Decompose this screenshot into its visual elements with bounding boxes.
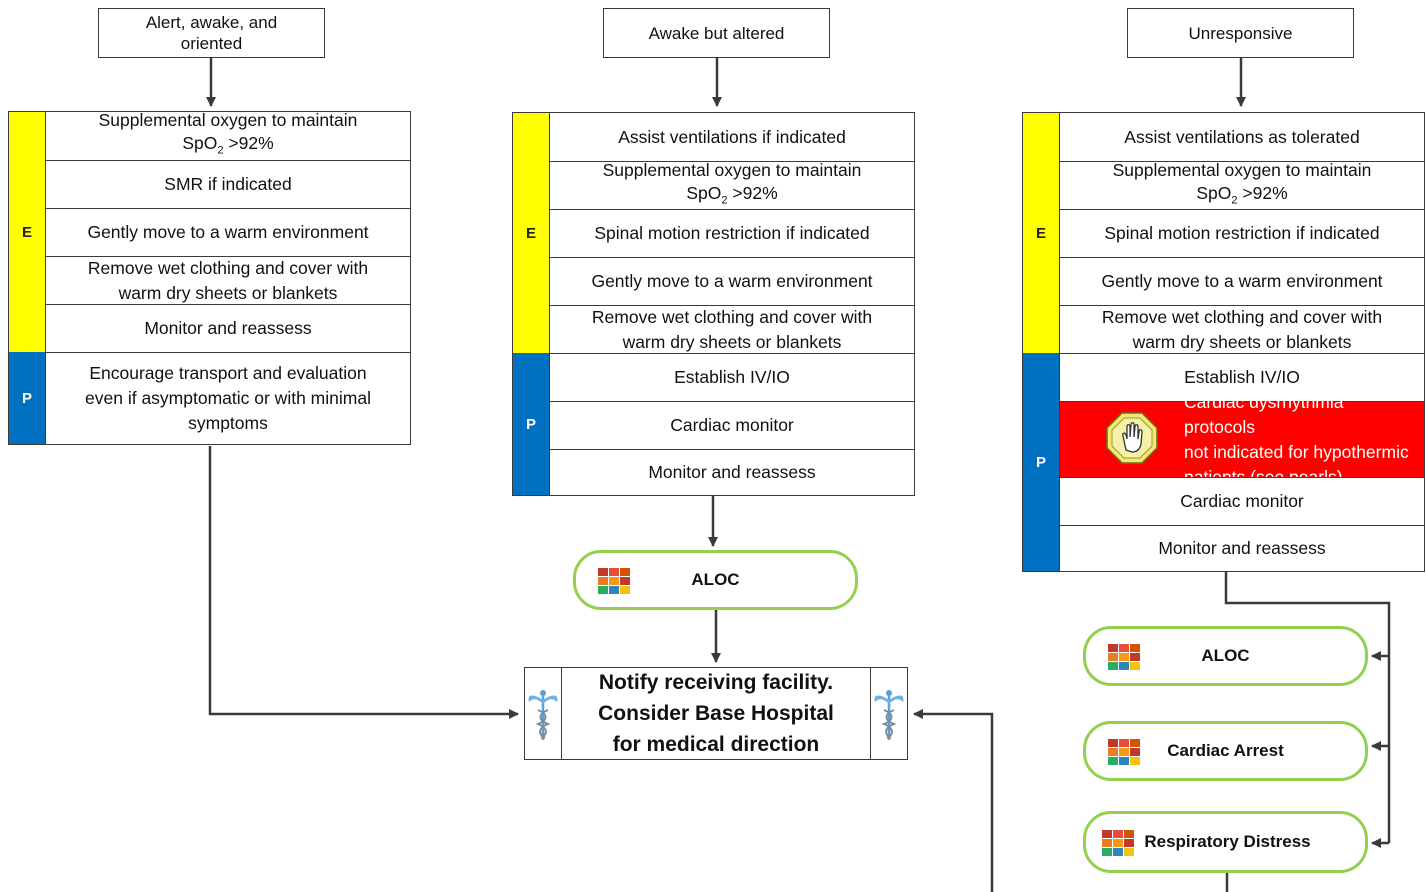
right-p-band: P bbox=[1023, 353, 1059, 571]
respiratory-distress-link[interactable]: Respiratory Distress bbox=[1083, 811, 1368, 873]
right-row-cardiac-monitor: Cardiac monitor bbox=[1059, 477, 1424, 525]
right-panel: E P Assist ventilations as tolerated Sup… bbox=[1022, 112, 1425, 572]
line-right-panel-to-branch bbox=[1224, 572, 1391, 843]
caduceus-icon bbox=[870, 668, 907, 759]
cardiac-arrest-link[interactable]: Cardiac Arrest bbox=[1083, 721, 1368, 781]
right-row-spinal-motion: Spinal motion restriction if indicated bbox=[1059, 209, 1424, 257]
middle-row-spinal-motion: Spinal motion restriction if indicated bbox=[549, 209, 914, 257]
middle-header: Awake but altered bbox=[603, 8, 830, 58]
right-row-monitor-reassess: Monitor and reassess bbox=[1059, 525, 1424, 571]
protocol-grid-icon bbox=[1102, 830, 1134, 856]
arrow-left-panel-to-notify bbox=[208, 446, 519, 719]
right-header: Unresponsive bbox=[1127, 8, 1354, 58]
middle-row-assist-ventilations: Assist ventilations if indicated bbox=[549, 113, 914, 161]
left-row-warm-environment: Gently move to a warm environment bbox=[45, 208, 410, 256]
right-row-establish-iv: Establish IV/IO bbox=[1059, 353, 1424, 401]
right-aloc-label: ALOC bbox=[1201, 646, 1250, 665]
right-row-assist-ventilations: Assist ventilations as tolerated bbox=[1059, 113, 1424, 161]
left-p-band: P bbox=[9, 352, 45, 444]
left-row-monitor: Monitor and reassess bbox=[45, 304, 410, 352]
middle-p-band: P bbox=[513, 353, 549, 495]
respiratory-distress-label: Respiratory Distress bbox=[1144, 832, 1311, 851]
stop-hand-icon bbox=[1106, 412, 1158, 464]
cardiac-arrest-label: Cardiac Arrest bbox=[1167, 741, 1284, 760]
right-row-warm-environment: Gently move to a warm environment bbox=[1059, 257, 1424, 305]
middle-aloc-label: ALOC bbox=[691, 570, 740, 589]
middle-row-establish-iv: Establish IV/IO bbox=[549, 353, 914, 401]
right-e-band: E bbox=[1023, 113, 1059, 353]
middle-aloc-link[interactable]: ALOC bbox=[573, 550, 858, 610]
left-e-band: E bbox=[9, 112, 45, 352]
left-row-smr: SMR if indicated bbox=[45, 160, 410, 208]
protocol-grid-icon bbox=[598, 568, 630, 594]
arrow-bottom-to-notify bbox=[913, 709, 994, 892]
middle-row-cardiac-monitor: Cardiac monitor bbox=[549, 401, 914, 449]
right-aloc-link[interactable]: ALOC bbox=[1083, 626, 1368, 686]
middle-panel: E P Assist ventilations if indicated Sup… bbox=[512, 112, 915, 496]
notify-text: Notify receiving facility.Consider Base … bbox=[598, 671, 834, 756]
middle-row-warm-environment: Gently move to a warm environment bbox=[549, 257, 914, 305]
protocol-grid-icon bbox=[1108, 739, 1140, 765]
caduceus-icon bbox=[525, 668, 562, 759]
protocol-grid-icon bbox=[1108, 644, 1140, 670]
middle-row-monitor-reassess: Monitor and reassess bbox=[549, 449, 914, 495]
middle-e-band: E bbox=[513, 113, 549, 353]
notify-box: Notify receiving facility.Consider Base … bbox=[524, 667, 908, 760]
